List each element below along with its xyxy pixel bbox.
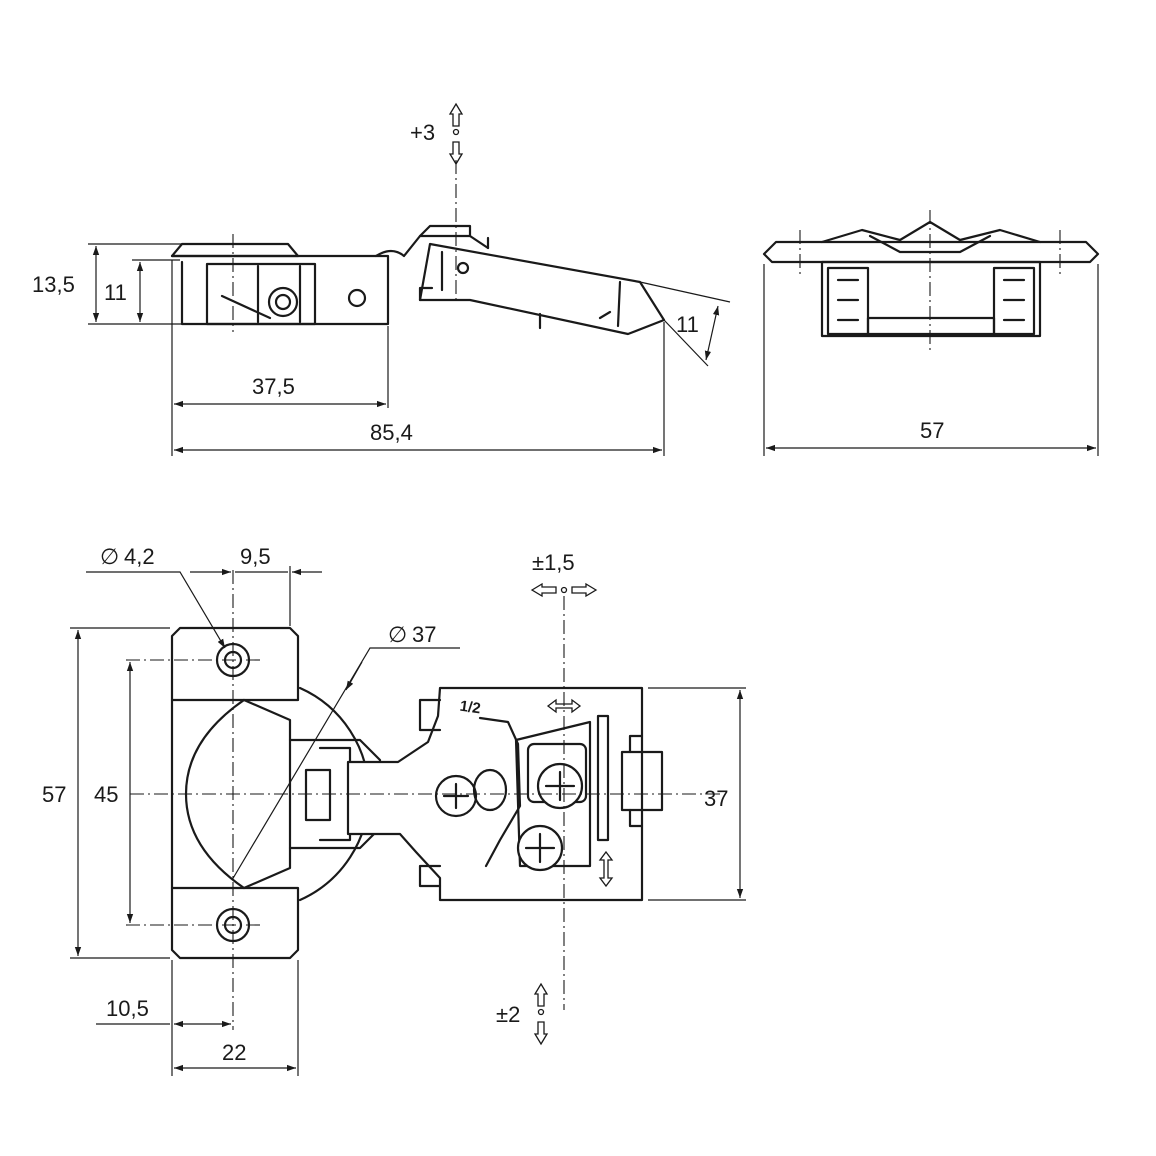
side-spring <box>220 294 272 320</box>
cam-ellipse <box>472 768 508 812</box>
leader-cup-diameter <box>231 647 460 881</box>
side-arm-rivet <box>456 261 470 275</box>
screw-depth-icon <box>526 742 588 810</box>
end-arm-top <box>820 220 1042 244</box>
side-cup-body <box>170 254 390 326</box>
dim-side-inner-height: 11 <box>104 280 127 305</box>
lateral-adjust-arrows <box>530 582 598 598</box>
side-view: 13,5 11 11 37,5 85,4 +3 <box>32 102 731 456</box>
dim-hole-spacing: 45 <box>94 782 118 807</box>
dim-screw-hole-diameter: 4,2 <box>124 544 155 569</box>
side-arm-edges <box>440 250 622 328</box>
vertical-adjust-arrows <box>448 102 464 166</box>
end-cup-bottom <box>866 316 996 336</box>
dim-side-total-height: 13,5 <box>32 272 75 297</box>
leader-screw-hole <box>86 571 226 649</box>
top-view: 1/2 ∅ 4,2 9,5 ∅ 37 <box>42 544 746 1076</box>
plate-inner-lines <box>242 698 292 890</box>
side-rivet <box>347 288 367 308</box>
side-arm-details <box>418 286 612 330</box>
dim-plate-width: 22 <box>222 1040 246 1065</box>
dim-side-cup-length: 37,5 <box>252 374 295 399</box>
end-left-clip <box>826 266 870 336</box>
dim-side-arm-height: 11 <box>676 312 699 337</box>
cup-diameter-symbol: ∅ <box>388 622 407 647</box>
dim-hole-edge-distance: 10,5 <box>106 996 149 1021</box>
dim-screw-hole-offset: 9,5 <box>240 544 271 569</box>
dim-line-arm-11 <box>704 305 720 361</box>
dim-side-total-length: 85,4 <box>370 420 413 445</box>
dim-cup-diameter: 37 <box>412 622 436 647</box>
screw-left-icon <box>434 774 478 818</box>
hinge-link-knuckle <box>304 768 332 822</box>
end-plate <box>762 240 1100 264</box>
plate-tab-lines <box>170 698 246 890</box>
end-right-clip <box>992 266 1036 336</box>
arm-end-clip-tabs <box>628 734 644 828</box>
mounting-plate <box>170 626 300 960</box>
side-arm-clip <box>418 224 490 250</box>
side-pivot-inner <box>274 293 292 311</box>
arm-vertical-arrow-icon <box>598 850 614 888</box>
dim-plate-height: 57 <box>42 782 66 807</box>
depth-adjust-arrows <box>533 982 549 1046</box>
dim-arm-width: 37 <box>704 786 728 811</box>
dim-side-adjust-vertical: +3 <box>410 120 435 145</box>
screw-hole-diameter-symbol: ∅ <box>100 544 119 569</box>
side-pivot-outer <box>267 286 299 318</box>
arm-horizontal-arrow-icon <box>546 698 582 714</box>
end-cup-body <box>820 260 1042 338</box>
end-clip-lines <box>836 278 1026 322</box>
side-neck <box>374 234 490 258</box>
screw-height-icon <box>516 824 564 872</box>
arm-inner-edge <box>478 716 522 868</box>
dim-end-width: 57 <box>920 418 944 443</box>
side-cup-window <box>205 262 317 326</box>
end-view: 57 <box>762 210 1100 456</box>
arm-end-clip <box>620 750 664 812</box>
arm-adjust-plate <box>514 720 592 868</box>
side-base-flange <box>170 242 300 258</box>
side-arm <box>418 242 666 336</box>
dim-adjust-lateral: ±1,5 <box>532 550 575 575</box>
side-cup-ribs <box>256 264 302 324</box>
dim-adjust-depth: ±2 <box>496 1002 520 1027</box>
arm-clip-tabs <box>418 698 442 888</box>
arm-slot <box>596 714 610 842</box>
arm-marking: 1/2 <box>459 698 482 718</box>
